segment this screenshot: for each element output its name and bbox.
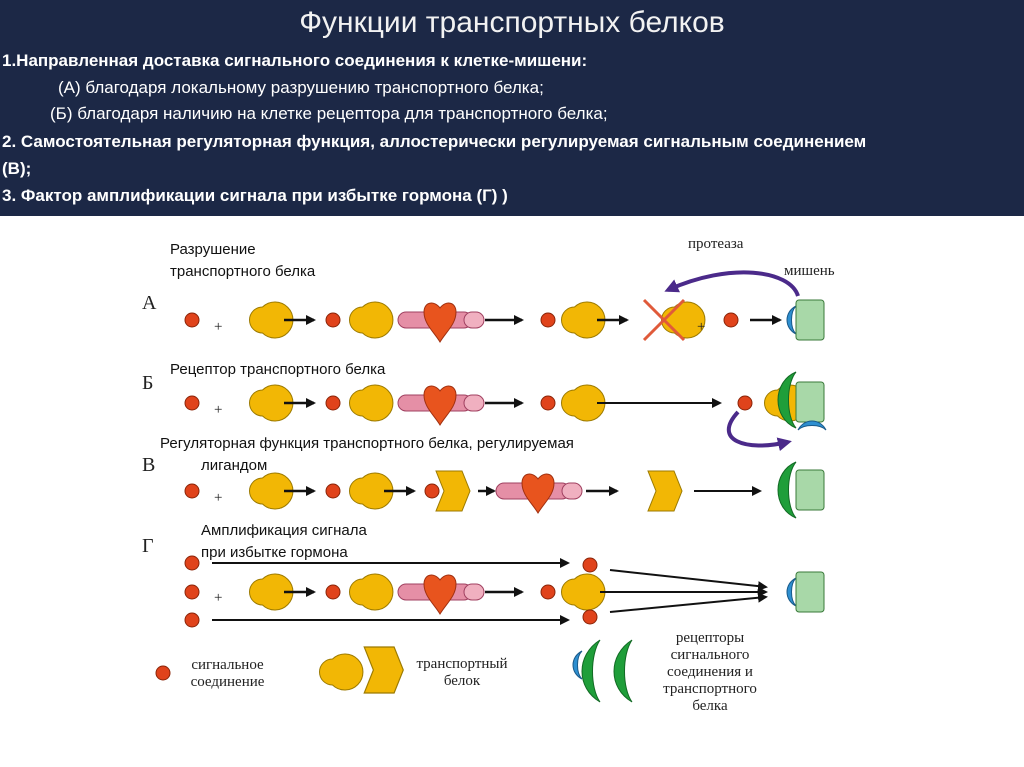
row-v: + xyxy=(184,461,825,519)
legend xyxy=(155,639,633,703)
legend-signal-label: сигнальное соединение xyxy=(180,657,275,691)
signal-compound xyxy=(540,584,556,600)
plus-sign: + xyxy=(214,319,222,335)
legend-receptors-line1: рецепторы xyxy=(675,630,745,646)
plus-sign: + xyxy=(697,319,705,335)
signal-compound xyxy=(184,584,200,600)
row-letter-a: А xyxy=(142,292,157,314)
signal-compound xyxy=(184,312,200,328)
label-v-line2: лигандом xyxy=(201,457,268,474)
label-v-line1: Регуляторная функция транспортного белка… xyxy=(160,435,574,452)
slide-title: Функции транспортных белков xyxy=(299,6,725,39)
legend-signal-receptor-icon xyxy=(572,650,583,680)
row-letter-g: Г xyxy=(142,535,154,557)
arrow xyxy=(609,569,768,592)
legend-transport-hex-icon xyxy=(363,646,404,694)
transport-protein xyxy=(349,301,394,339)
legend-receptors-line4: транспортного xyxy=(663,681,757,697)
signal-compound xyxy=(582,609,598,625)
legend-receptors-label: рецепторы сигнального соединения и транс… xyxy=(650,630,770,715)
row-letter-b: Б xyxy=(142,372,154,394)
legend-transport-line2: белок xyxy=(443,673,481,689)
signal-compound xyxy=(582,557,598,573)
transport-protein-active xyxy=(435,470,471,512)
plus-sign: + xyxy=(214,490,222,506)
title-banner: Функции транспортных белков 1.Направленн… xyxy=(0,0,1024,216)
signal-compound xyxy=(325,395,341,411)
signal-compound xyxy=(184,555,200,571)
legend-signal-line1: сигнальное xyxy=(191,657,264,673)
signal-compound xyxy=(737,395,753,411)
signal-compound xyxy=(540,395,556,411)
plus-sign: + xyxy=(214,402,222,418)
point-2-tail: (В); xyxy=(2,159,32,178)
legend-signal-line2: соединение xyxy=(190,674,265,690)
legend-transport-receptor-icon xyxy=(613,639,633,703)
row-g: + xyxy=(184,555,825,628)
protease-complex xyxy=(397,574,485,615)
transport-protein xyxy=(561,573,606,611)
signal-receptor xyxy=(786,305,797,335)
protease-complex xyxy=(397,302,485,343)
point-1a: (А) благодаря локальному разрушению тран… xyxy=(58,78,544,97)
label-a-line2: транспортного белка xyxy=(170,263,316,280)
signal-compound xyxy=(540,312,556,328)
label-b: Рецептор транспортного белка xyxy=(170,361,386,378)
plus-sign: + xyxy=(214,590,222,606)
target-cell xyxy=(795,299,825,341)
legend-receptors-line2: сигнального xyxy=(670,647,750,663)
label-g-line1: Амплификация сигнала xyxy=(201,522,367,539)
row-b: + xyxy=(184,371,827,452)
target-cell xyxy=(795,469,825,511)
label-a-line1: Разрушение xyxy=(170,241,256,258)
legend-transport-line1: транспортный xyxy=(416,656,508,672)
transport-protein-active xyxy=(647,470,683,512)
signal-receptor xyxy=(786,577,797,607)
transport-receptor xyxy=(777,461,797,519)
point-2: 2. Самостоятельная регуляторная функция,… xyxy=(2,132,867,151)
point-3: 3. Фактор амплификации сигнала при избыт… xyxy=(2,186,508,205)
row-a: + + xyxy=(184,270,825,343)
label-g-line2: при избытке гормона xyxy=(201,544,348,561)
point-1b: (Б) благодаря наличию на клетке рецептор… xyxy=(50,104,608,123)
signal-compound xyxy=(325,483,341,499)
signal-compound xyxy=(325,584,341,600)
legend-transport-label: транспортный белок xyxy=(402,656,522,690)
signal-compound xyxy=(723,312,739,328)
label-target: мишень xyxy=(784,263,835,279)
target-cell xyxy=(795,571,825,613)
transport-protein xyxy=(349,573,394,611)
signal-compound xyxy=(325,312,341,328)
label-protease: протеаза xyxy=(688,236,744,252)
legend-transport-icon xyxy=(319,653,364,691)
signal-compound xyxy=(184,612,200,628)
target-cell xyxy=(795,381,825,423)
protease-arrow xyxy=(664,270,800,297)
legend-transport-receptor-icon xyxy=(581,639,601,703)
recycle-arrow xyxy=(726,410,792,452)
legend-signal-icon xyxy=(155,665,171,681)
legend-receptors-line5: белка xyxy=(692,698,728,714)
signal-compound xyxy=(184,395,200,411)
cross-icon xyxy=(642,298,686,342)
legend-receptors-line3: соединения и xyxy=(667,664,753,680)
arrow xyxy=(609,592,768,613)
protease-complex xyxy=(495,473,583,514)
transport-protein xyxy=(349,384,394,422)
row-letter-v: В xyxy=(142,454,156,476)
point-1: 1.Направленная доставка сигнального соед… xyxy=(2,51,588,70)
signal-compound xyxy=(184,483,200,499)
protease-complex xyxy=(397,385,485,426)
signal-compound xyxy=(424,483,440,499)
